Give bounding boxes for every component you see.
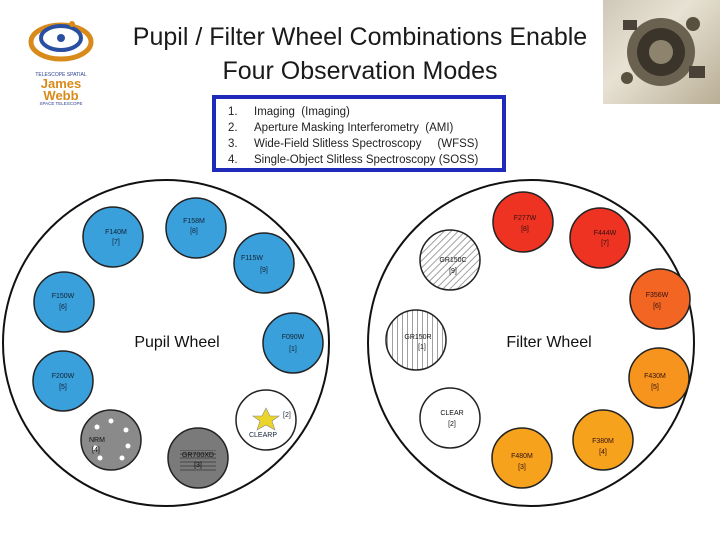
filter-slot-gr150c: GR150C [9] bbox=[419, 229, 481, 291]
slot-name: F480M bbox=[511, 453, 533, 460]
slot-name: F150W bbox=[52, 293, 75, 300]
slot-position: [1] bbox=[418, 344, 426, 351]
slot-position: [8] bbox=[190, 228, 198, 235]
filter-slot-f277w: F277W [8] bbox=[492, 191, 554, 253]
jwst-logo: TELESCOPE SPATIAL James Webb SPACE TELES… bbox=[22, 8, 100, 106]
pupil-slot-f090w: F090W [1] bbox=[262, 312, 324, 374]
slot-name: F356W bbox=[646, 292, 669, 299]
filter-slot-f380m: F380M [4] bbox=[572, 409, 634, 471]
filter-slot-f444w: F444W [7] bbox=[569, 207, 631, 269]
slot-position: [5] bbox=[651, 384, 659, 391]
slot-position: [4] bbox=[599, 449, 607, 456]
mode-number: 4. bbox=[228, 154, 238, 166]
pupil-slot-f115w: F115W [9] bbox=[233, 232, 295, 294]
slot-position: [7] bbox=[112, 239, 120, 246]
mode-item: 1. Imaging (Imaging) bbox=[228, 104, 502, 120]
slot-name: F430M bbox=[644, 373, 666, 380]
pupil-slot-f200w: F200W [5] bbox=[32, 350, 94, 412]
logo-line3: Webb bbox=[43, 88, 79, 103]
filter-slot-f480m: F480M [3] bbox=[491, 427, 553, 489]
page-title: Pupil / Filter Wheel Combinations Enable… bbox=[100, 20, 620, 88]
slot-position: [9] bbox=[449, 268, 457, 275]
pupil-mask-icon bbox=[252, 407, 280, 431]
mode-number: 1. bbox=[228, 106, 238, 118]
slot-position: [2] bbox=[283, 412, 291, 419]
slot-name: F140M bbox=[105, 229, 127, 236]
title-line-2: Four Observation Modes bbox=[222, 57, 498, 85]
slot-name: GR700XD bbox=[182, 452, 214, 459]
mode-number: 3. bbox=[228, 138, 238, 150]
slot-name: F158M bbox=[183, 218, 205, 225]
observation-modes-box: 1. Imaging (Imaging) 2. Aperture Masking I… bbox=[212, 95, 506, 172]
pupil-wheel-outline bbox=[2, 179, 330, 507]
logo-line4: SPACE TELESCOPE bbox=[39, 101, 83, 106]
slot-position: [7] bbox=[601, 240, 609, 247]
slot-position: [2] bbox=[448, 421, 456, 428]
mode-item: 2. Aperture Masking Interferometry (AMI) bbox=[228, 120, 502, 136]
logo-emblem-icon bbox=[28, 21, 94, 62]
slot-name: F090W bbox=[282, 334, 305, 341]
slot-position: [8] bbox=[521, 226, 529, 233]
slot-position: [9] bbox=[260, 267, 268, 274]
slot-position: [3] bbox=[194, 462, 202, 469]
slot-position: [1] bbox=[289, 346, 297, 353]
pupil-slot-nrm: NRM [4] bbox=[80, 409, 142, 471]
slot-name: CLEAR bbox=[440, 410, 463, 417]
slot-name: F444W bbox=[594, 230, 617, 237]
logo-line2: James bbox=[40, 76, 82, 91]
mode-item: 4. Single-Object Slitless Spectroscopy (S… bbox=[228, 152, 502, 168]
filter-slot-f356w: F356W [6] bbox=[629, 268, 691, 330]
pupil-slot-f150w: F150W [6] bbox=[33, 271, 95, 333]
slot-name: CLEARP bbox=[249, 432, 277, 439]
slot-name: F277W bbox=[514, 215, 537, 222]
mode-item: 3. Wide-Field Slitless Spectroscopy (WFSS… bbox=[228, 136, 502, 152]
mode-text: Single-Object Slitless Spectroscopy (SOS… bbox=[254, 154, 479, 166]
slot-name: F200W bbox=[52, 373, 75, 380]
filter-wheel-outline bbox=[367, 179, 695, 507]
pupil-slot-clearp: [2] CLEARP bbox=[235, 389, 297, 451]
slot-name: F115W bbox=[241, 255, 263, 262]
title-line-1: Pupil / Filter Wheel Combinations Enable bbox=[132, 23, 588, 51]
filter-slot-f430m: F430M [5] bbox=[628, 347, 690, 409]
wheel-hardware-photo bbox=[603, 0, 720, 104]
pupil-slot-f158m: F158M [8] bbox=[165, 197, 227, 259]
mode-number: 2. bbox=[228, 122, 238, 134]
pupil-slot-f140m: F140M [7] bbox=[82, 206, 144, 268]
mode-text: Aperture Masking Interferometry (AMI) bbox=[254, 122, 454, 134]
filter-slot-gr150r: GR150R [1] bbox=[385, 309, 447, 371]
slot-position: [6] bbox=[653, 303, 661, 310]
slot-name: GR150C bbox=[439, 257, 466, 264]
mode-text: Imaging (Imaging) bbox=[254, 106, 350, 118]
pupil-slot-gr700xd: GR700XD [3] bbox=[167, 427, 229, 489]
slot-name: NRM bbox=[89, 437, 105, 444]
mode-text: Wide-Field Slitless Spectroscopy (WFSS) bbox=[254, 138, 479, 150]
slot-position: [3] bbox=[518, 464, 526, 471]
slot-position: [6] bbox=[59, 304, 67, 311]
slot-position: [4] bbox=[92, 447, 100, 454]
filter-slot-clear: CLEAR [2] bbox=[419, 387, 481, 449]
logo-line1: TELESCOPE SPATIAL bbox=[35, 72, 87, 78]
slot-name: F380M bbox=[592, 438, 614, 445]
slot-name: GR150R bbox=[404, 334, 431, 341]
filter-wheel-label: Filter Wheel bbox=[506, 334, 591, 351]
slot-position: [5] bbox=[59, 384, 67, 391]
pupil-wheel-label: Pupil Wheel bbox=[134, 334, 219, 351]
